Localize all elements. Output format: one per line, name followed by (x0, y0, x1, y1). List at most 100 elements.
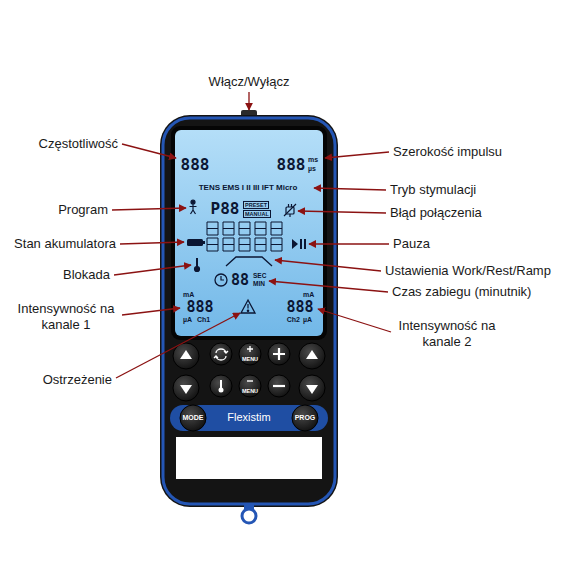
lcd-unit: MIN (253, 280, 265, 288)
lcd-icons (187, 200, 306, 313)
callout-label: Intensywność na kanale 2 (395, 318, 499, 351)
clock-icon (215, 274, 227, 286)
lcd-unit: PRESET (243, 201, 269, 209)
leader-lines (248, 92, 249, 110)
lcd-unit: SEC (253, 272, 266, 280)
leader-lines (120, 242, 184, 244)
callout-label: Blokada (63, 267, 110, 283)
warning-icon (247, 304, 248, 309)
segment-grid (207, 222, 282, 251)
callout-label: Tryb stymulacji (390, 182, 476, 198)
pause-icon (292, 239, 306, 249)
menu-plus-button (239, 343, 261, 365)
device-housing (160, 115, 338, 507)
lcd-mode-text: TENS EMS I II III IFT Micro (199, 183, 298, 193)
brand-band (170, 405, 328, 431)
screen-bezel (171, 126, 327, 340)
battery-icon (187, 239, 203, 246)
leader-lines (275, 260, 381, 271)
lcd-digits: 888 (277, 155, 306, 174)
plus-button (268, 343, 290, 365)
down-arrow (306, 385, 318, 394)
leader-lines (122, 308, 180, 315)
brand-name: Flexistim (227, 411, 270, 424)
lcd-unit: µs (308, 165, 316, 173)
button-label: PROG (295, 414, 316, 422)
callout-label: Ustawienia Work/Rest/Ramp (385, 263, 551, 279)
leader-lines (112, 92, 391, 378)
callout-label: Program (58, 202, 108, 218)
lcd-unit: mA (303, 291, 314, 299)
lock-icon (220, 380, 222, 389)
leader-lines (314, 188, 386, 190)
button-label: MODE (183, 414, 204, 422)
warning-icon (241, 300, 255, 313)
lcd-unit: MANUAL (243, 210, 271, 218)
connection-error-icon (284, 204, 296, 217)
lcd-unit: mA (183, 291, 194, 299)
lcd-unit: Ch1 (197, 316, 210, 324)
leader-lines (122, 144, 176, 158)
down-button (299, 375, 325, 401)
battery-icon (203, 241, 205, 244)
minus-icon (273, 385, 285, 387)
leader-lines (325, 152, 389, 158)
callout-label: Ostrzeżenie (43, 372, 112, 388)
leader-lines (116, 313, 240, 378)
lock-icon (219, 380, 224, 393)
callout-label: Intensywność na kanale 1 (14, 301, 118, 334)
warning-icon (241, 300, 255, 313)
callout-label: Szerokość impulsu (393, 144, 502, 160)
up-arrow (180, 350, 192, 359)
lcd-digits: 88 (231, 271, 249, 289)
button-label: MENU (242, 388, 258, 395)
cycle-button (210, 343, 232, 365)
callout-label: Włącz/Wyłącz (209, 74, 290, 90)
lcd-unit: µA (303, 316, 312, 324)
leader-lines (269, 281, 388, 292)
minus-icon (247, 380, 253, 381)
mode-button (180, 405, 206, 431)
leader-lines (114, 265, 191, 275)
clock-icon (221, 276, 224, 280)
down-arrow (180, 385, 192, 394)
housing-rim (163, 118, 335, 504)
callout-label: Częstotliwość (39, 136, 118, 152)
lcd-digits: 888 (186, 298, 213, 316)
minus-button (268, 375, 290, 397)
program-icon (190, 204, 197, 214)
lock-button (210, 375, 232, 397)
callout-label: Pauza (393, 236, 430, 252)
menu-minus-button (239, 375, 261, 397)
leader-lines (298, 211, 386, 213)
lcd-unit: µA (183, 316, 192, 324)
leader-lines (309, 243, 389, 244)
segment-grid (207, 238, 282, 251)
warning-icon (247, 310, 248, 311)
pause-icon (300, 239, 302, 249)
pause-icon (304, 239, 306, 249)
up-arrow (306, 350, 318, 359)
lcd-unit: Ch2 (287, 316, 300, 324)
lock-icon (196, 258, 198, 267)
lcd-screen (171, 126, 327, 340)
callout-label: Czas zabiegu (minutnik) (392, 284, 531, 300)
clock-icon (215, 274, 227, 286)
program-icon (191, 200, 195, 204)
callout-label: Błąd połączenia (390, 205, 482, 221)
segment-grid (207, 222, 282, 235)
lcd-digits: P88 (211, 199, 240, 218)
device-body (160, 110, 338, 523)
up-button (173, 343, 199, 369)
program-icon (190, 200, 197, 214)
strap-ring (242, 509, 256, 523)
screen-glass (175, 130, 323, 336)
lock-icon (195, 267, 200, 272)
keypad (170, 343, 328, 479)
plus-icon (273, 348, 285, 360)
leader-lines (318, 309, 391, 332)
connection-error-icon (284, 204, 296, 217)
battery-icon (187, 239, 205, 246)
pause-icon (292, 239, 298, 249)
